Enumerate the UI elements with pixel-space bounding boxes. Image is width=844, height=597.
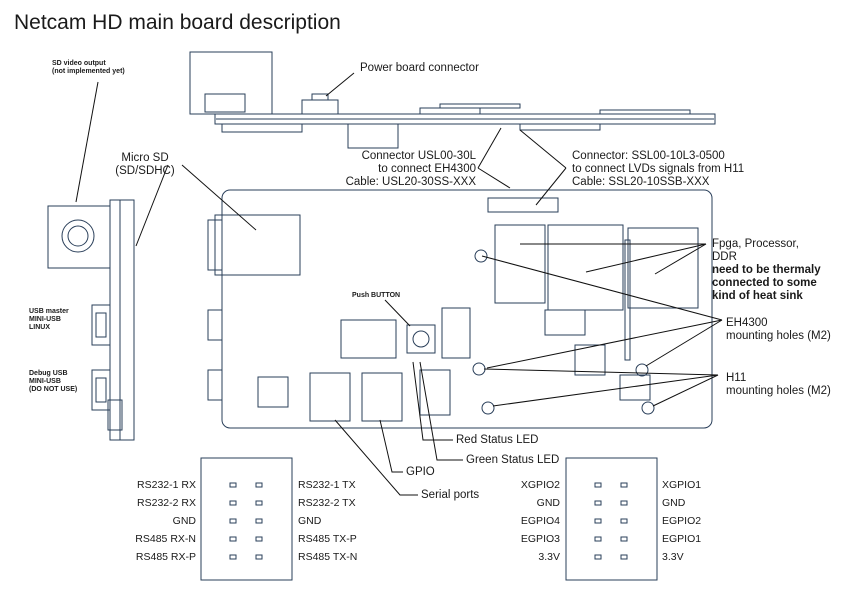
callout-lines (75, 72, 723, 496)
push-button-label: Push BUTTON (352, 292, 401, 299)
gpio-pin-label: 3.3V (538, 551, 560, 563)
main-board-outline (221, 189, 713, 429)
usb-master-label-line: USB master (29, 308, 69, 315)
sd-video-label: SD video output (not implemented yet) (52, 60, 125, 76)
gpio-pinout-right: XGPIO1 GND EGPIO2 EGPIO1 3.3V (662, 476, 701, 566)
debug-usb-label-line: (DO NOT USE) (29, 386, 78, 393)
micro-sd-label: Micro SD (SD/SDHC) (110, 152, 180, 178)
connector-ssl-label-line: Connector: SSL00-10L3-0500 (572, 150, 725, 162)
serial-pin-label: RS485 TX-P (298, 533, 357, 545)
h11-hole-3 (641, 401, 655, 415)
serial-ports-label: Serial ports (421, 489, 480, 501)
connector-ssl-label-line: Cable: SSL20-10SSB-XXX (572, 176, 710, 188)
sd-video-label-line: (not implemented yet) (52, 68, 125, 75)
connector-usl-label: Connector USL00-30L to connect EH4300 Ca… (318, 150, 476, 189)
serial-pinout-left: RS232-1 RX RS232-2 RX GND RS485 RX-N RS4… (110, 476, 196, 566)
gpio-pin-label: EGPIO1 (662, 533, 702, 545)
eh4300-hole-1 (474, 249, 488, 263)
fpc-connector (441, 307, 471, 359)
red-led-label: Red Status LED (456, 434, 539, 446)
gpio-pinout-box (565, 457, 658, 581)
thermal-note-line: kind of heat sink (712, 290, 803, 302)
serial-pin-label: RS232-1 RX (137, 479, 196, 491)
fpga-chip (547, 224, 624, 311)
micro-sd-top (214, 214, 301, 276)
gpio-label: GPIO (406, 466, 435, 478)
serial-pin-label: RS232-1 TX (298, 479, 356, 491)
connector-ssl-label-line: to connect LVDs signals from H11 (572, 163, 745, 175)
serial-pinout-right: RS232-1 TX RS232-2 TX GND RS485 TX-P RS4… (298, 476, 357, 566)
usb-master-label-line: MINI-USB (29, 316, 61, 323)
debug-usb-port (91, 369, 111, 411)
push-button (406, 324, 436, 354)
gpio-pin-label: XGPIO2 (520, 479, 560, 491)
fpga-label-line: DDR (712, 251, 737, 263)
processor-chip (494, 224, 546, 304)
sd-video-label-line: SD video output (52, 60, 106, 67)
micro-sd-slot (119, 199, 135, 441)
chip-bottom-left (257, 376, 289, 408)
serial-pin-label: GND (172, 515, 196, 527)
connector-usl-label-line: Cable: USL20-30SS-XXX (345, 176, 476, 188)
eh4300-holes-label: EH4300 mounting holes (M2) (726, 317, 831, 343)
gpio-pin-label: 3.3V (662, 551, 684, 563)
connector-usl-label-line: to connect EH4300 (378, 163, 476, 175)
gpio-pin-label: EGPIO3 (520, 533, 560, 545)
usl-connector (487, 197, 559, 213)
eh4300-hole-2 (635, 363, 649, 377)
usb-master-port (91, 304, 111, 346)
video-jack-icon (61, 219, 95, 253)
thermal-note-line: need to be thermaly (712, 264, 821, 276)
micro-sd-label-line: Micro SD (121, 152, 169, 164)
debug-usb-label: Debug USB MINI-USB (DO NOT USE) (29, 370, 77, 394)
page-title: Netcam HD main board description (14, 11, 341, 34)
h11-holes-label-line: H11 (726, 372, 747, 384)
power-board-label: Power board connector (360, 62, 479, 74)
status-area (419, 369, 451, 416)
chip-left (340, 319, 397, 359)
usb-master-label-line: LINUX (29, 324, 50, 331)
gpio-pin-label: GND (536, 497, 560, 509)
fpga-label-line: Fpga, Processor, (712, 238, 799, 250)
gpio-pin-label: EGPIO2 (662, 515, 702, 527)
power-board-connector-side (301, 99, 339, 115)
debug-usb-label-line: Debug USB (29, 370, 68, 377)
fpga-label: Fpga, Processor, DDR need to be thermaly… (712, 238, 821, 303)
usb-master-label: USB master MINI-USB LINUX (29, 308, 69, 332)
gpio-pin-grid (594, 482, 628, 560)
serial-pin-label: RS485 RX-N (135, 533, 196, 545)
serial-pin-label: RS485 RX-P (135, 551, 196, 563)
sd-video-connector-side (189, 51, 273, 115)
gpio-pin-label: XGPIO1 (662, 479, 702, 491)
gpio-pin-label: EGPIO4 (520, 515, 560, 527)
serial-pinout-box (200, 457, 293, 581)
eh4300-holes-label-line: EH4300 (726, 317, 768, 329)
h11-holes-label-line: mounting holes (M2) (726, 385, 831, 397)
serial-pin-grid (229, 482, 263, 560)
connector-usl-label-line: Connector USL00-30L (361, 150, 476, 162)
gpio-header (361, 372, 403, 422)
green-led-label: Green Status LED (466, 454, 560, 466)
h11-hole-1 (472, 362, 486, 376)
eh4300-holes-label-line: mounting holes (M2) (726, 330, 831, 342)
h11-hole-2 (481, 401, 495, 415)
micro-sd-label-line: (SD/SDHC) (115, 165, 175, 177)
serial-pin-label: RS485 TX-N (298, 551, 358, 563)
connector-ssl-label: Connector: SSL00-10L3-0500 to connect LV… (572, 150, 744, 189)
push-button-icon (412, 330, 430, 348)
debug-usb-label-line: MINI-USB (29, 378, 61, 385)
sd-video-connector-front (47, 205, 111, 269)
h11-holes-label: H11 mounting holes (M2) (726, 372, 831, 398)
serial-port-header (309, 372, 351, 422)
serial-pin-label: RS232-2 TX (298, 497, 356, 509)
serial-pin-label: RS232-2 RX (137, 497, 196, 509)
ddr-chip (627, 227, 699, 309)
thermal-note-line: connected to some (712, 277, 817, 289)
gpio-pinout-left: XGPIO2 GND EGPIO4 EGPIO3 3.3V (490, 476, 560, 566)
gpio-pin-label: GND (662, 497, 686, 509)
serial-pin-label: GND (298, 515, 322, 527)
